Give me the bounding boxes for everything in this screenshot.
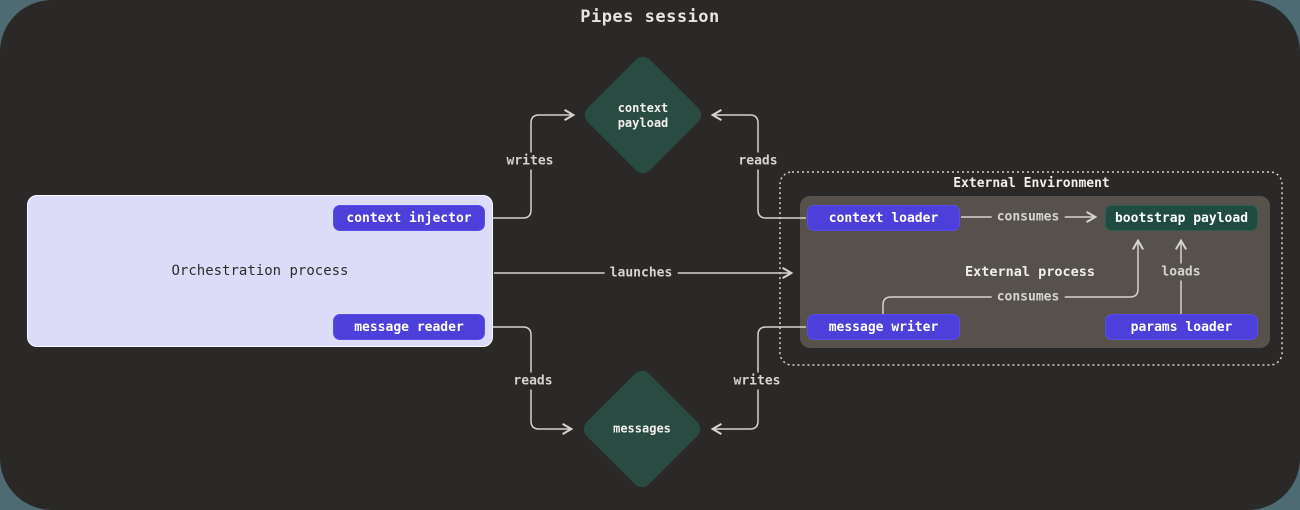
message-writer-node: message writer [807,314,960,340]
context-injector-label: context injector [346,210,472,226]
params-loader-node: params loader [1105,314,1258,340]
context-injector-node: context injector [333,205,485,231]
edge-label-reads-top: reads [733,152,783,170]
edge-label-launches: launches [604,264,678,282]
message-reader-label: message reader [354,319,464,335]
edge-label-loads: loads [1156,263,1206,281]
external-environment-label: External Environment [953,176,1110,191]
edge-label-reads-bottom: reads [508,372,558,390]
edge-label-writes-bottom: writes [728,372,786,390]
bootstrap-payload-node: bootstrap payload [1105,205,1258,231]
context-loader-node: context loader [807,205,960,231]
edge-label-consumes-bottom: consumes [991,288,1065,306]
orchestration-process-label: Orchestration process [171,263,349,279]
edge-label-consumes-top: consumes [991,208,1065,226]
message-reader-node: message reader [333,314,485,340]
params-loader-label: params loader [1130,319,1233,335]
bootstrap-payload-label: bootstrap payload [1114,210,1249,226]
messages-label: messages [613,421,671,436]
edge-label-writes-top: writes [501,152,559,170]
diagram-title: Pipes session [580,7,720,27]
external-process-label: External process [964,264,1096,280]
message-writer-label: message writer [828,319,939,335]
context-payload-label: context payload [617,101,669,130]
context-loader-label: context loader [828,210,939,226]
